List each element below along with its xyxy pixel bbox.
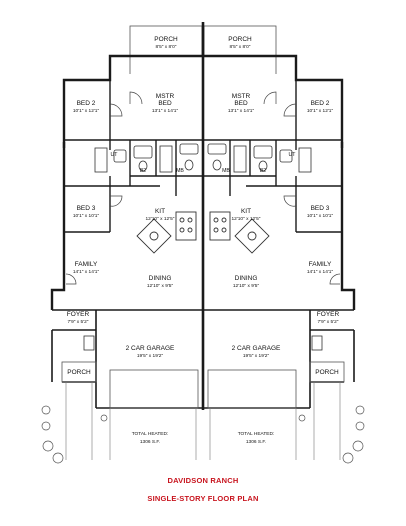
garage-door xyxy=(207,369,297,409)
mb-label: MB xyxy=(222,168,230,174)
kitchen-island xyxy=(136,211,197,254)
bed2-dim: 10'1" x 12'1" xyxy=(73,108,100,114)
kitchen-island xyxy=(209,211,270,254)
bed3-dim: 10'1" x 10'1" xyxy=(307,213,334,219)
family-label: FAMILY xyxy=(309,261,332,268)
bed2-label: BED 2 xyxy=(311,100,330,107)
kit-label: KIT xyxy=(155,208,165,215)
foyer-closet xyxy=(83,335,95,351)
porch-rear-label: PORCH xyxy=(228,36,252,43)
ut-label: UT xyxy=(111,152,119,158)
exterior-walls xyxy=(50,54,202,310)
site-lines xyxy=(209,382,341,460)
kit-dim: 12'10" x 12'5" xyxy=(232,216,261,222)
site-lines xyxy=(65,382,197,460)
room-labels: MSTR BED 13'1" x 14'1" BED 2 10'1" x 12'… xyxy=(67,93,185,445)
garage-dim: 19'5" x 19'2" xyxy=(137,353,164,359)
garage-label: 2 CAR GARAGE xyxy=(232,345,281,352)
mstr-bed-label-1: MSTR xyxy=(232,93,251,100)
dining-label: DINING xyxy=(149,275,172,282)
plan-title: DAVIDSON RANCH xyxy=(167,476,239,485)
rear-porch: PORCH 8'5" x 8'0" xyxy=(129,25,203,74)
porch-rear-dim: 8'5" x 8'0" xyxy=(156,44,177,50)
garage-label: 2 CAR GARAGE xyxy=(126,345,175,352)
porch-front-label: PORCH xyxy=(315,369,339,376)
porch-rear-label: PORCH xyxy=(154,36,178,43)
bed2-dim: 10'1" x 12'1" xyxy=(307,108,334,114)
garage-door xyxy=(109,369,199,409)
mstr-bed-dim: 13'1" x 14'1" xyxy=(228,108,255,114)
dining-dim: 12'10" x 9'5" xyxy=(147,283,174,289)
kit-dim: 12'10" x 12'5" xyxy=(146,216,175,222)
mstr-bed-dim: 13'1" x 14'1" xyxy=(152,108,179,114)
front-porch xyxy=(309,361,345,383)
rear-porch: PORCH 8'5" x 8'0" xyxy=(203,25,277,74)
bathroom-fixtures xyxy=(94,143,199,173)
porch-rear-dim: 8'5" x 8'0" xyxy=(230,44,251,50)
ut-label: UT xyxy=(289,152,297,158)
landscape-shrubs xyxy=(298,405,365,464)
family-dim: 14'1" x 14'1" xyxy=(73,269,100,275)
foyer-closet xyxy=(311,335,323,351)
plan-subtitle: SINGLE-STORY FLOOR PLAN xyxy=(147,494,259,503)
interior-walls xyxy=(64,80,202,233)
garage-dim: 19'5" x 19'2" xyxy=(243,353,270,359)
room-labels: MSTR BED 13'1" x 14'1" BED 2 10'1" x 12'… xyxy=(222,93,339,445)
door-swings xyxy=(65,91,143,285)
bed3-label: BED 3 xyxy=(311,205,330,212)
mb-label: MB xyxy=(176,168,184,174)
dining-dim: 12'10" x 9'5" xyxy=(233,283,260,289)
bed2-label: BED 2 xyxy=(77,100,96,107)
b2-label: B2 xyxy=(260,168,266,174)
heated-label: TOTAL HEATED: xyxy=(238,431,275,437)
mstr-bed-label-1: MSTR xyxy=(156,93,175,100)
foyer-dim: 7'9" x 5'2" xyxy=(68,319,89,325)
foyer-label: FOYER xyxy=(67,311,90,318)
foyer-dim: 7'9" x 5'2" xyxy=(318,319,339,325)
mstr-bed-label-2: BED xyxy=(158,100,172,107)
mstr-bed-label-2: BED xyxy=(234,100,248,107)
family-label: FAMILY xyxy=(75,261,98,268)
heated-label: TOTAL HEATED: xyxy=(132,431,169,437)
bed3-dim: 10'1" x 10'1" xyxy=(73,213,100,219)
front-porch xyxy=(61,361,97,383)
exterior-walls xyxy=(204,54,356,310)
interior-walls xyxy=(204,80,342,233)
bed3-label: BED 3 xyxy=(77,205,96,212)
family-dim: 14'1" x 14'1" xyxy=(307,269,334,275)
heated-value: 1306 S.F. xyxy=(140,439,160,445)
unit-left: PORCH 8'5" x 8'0" xyxy=(41,25,203,464)
dining-label: DINING xyxy=(235,275,258,282)
kit-label: KIT xyxy=(241,208,251,215)
foyer-label: FOYER xyxy=(317,311,340,318)
landscape-shrubs xyxy=(41,405,108,464)
door-swings xyxy=(263,91,341,285)
porch-front-label: PORCH xyxy=(67,369,91,376)
bathroom-fixtures xyxy=(207,143,312,173)
b2-label: B2 xyxy=(140,168,146,174)
heated-value: 1306 S.F. xyxy=(246,439,266,445)
unit-right: PORCH 8'5" x 8'0" xyxy=(203,25,365,464)
